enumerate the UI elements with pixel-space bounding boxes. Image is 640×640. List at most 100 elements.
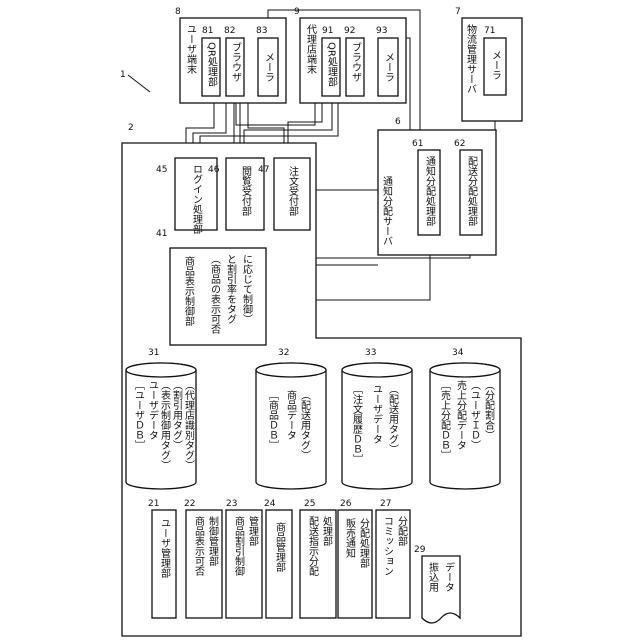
display-control-note-2: と割引率をタグ: [225, 254, 237, 324]
manager-26-ref: 26: [340, 499, 352, 509]
display-control-title: 商品表示制御部: [183, 255, 195, 327]
manager-units: 21 ユーザ管理部 22 商品表示可否 制御管理部 23 商品割引制御 管理部 …: [148, 499, 410, 618]
user-db: 31 ［ユーザＤＢ］ ユーザデータ （表示制御用タグ） （割引用タグ） （代理店…: [126, 348, 196, 489]
product-db-title: ［商品ＤＢ］: [267, 390, 279, 450]
product-db-line-1: 商品データ: [285, 389, 297, 440]
main-server-ref: 2: [128, 123, 134, 133]
manager-24-ref: 24: [264, 499, 276, 509]
manager-24-label: 商品管理部: [274, 521, 286, 573]
user-terminal: 8 ユーザ端末 81 QR処理部 82 ブラウザ 83 メーラ: [175, 7, 286, 103]
user-db-ref: 31: [148, 348, 159, 358]
notify-server-ref: 6: [395, 117, 401, 127]
manager-24: 24 商品管理部: [264, 499, 292, 618]
agency-browser-ref: 92: [344, 26, 355, 36]
manager-21-label: ユーザ管理部: [159, 518, 171, 579]
manager-25-label-1: 配送指示分配: [307, 516, 319, 576]
transfer-data-label-2: データ: [443, 561, 455, 592]
sales-db-line-1: 売上分配データ: [455, 379, 467, 450]
user-mailer-ref: 83: [256, 26, 267, 36]
system-ref-label: 1: [120, 70, 126, 80]
user-db-line-3: （割引用タグ）: [171, 380, 183, 450]
manager-21-ref: 21: [148, 499, 159, 509]
manager-23: 23 商品割引制御 管理部: [226, 499, 262, 618]
display-control-note-3: に応じて制御）: [241, 254, 253, 324]
front-units: 45 ログイン処理部 46 閲覧受付部 47 注文受付部: [156, 158, 310, 235]
manager-26-label-1: 販売通知: [344, 518, 356, 558]
user-terminal-label: ユーザ端末: [185, 24, 197, 75]
sales-db-line-3: （分配割合）: [483, 380, 495, 440]
agency-qr-label: QR処理部: [326, 42, 338, 88]
system-ref-arrow: [128, 75, 150, 92]
product-db-line-2: （配送用タグ）: [299, 390, 311, 460]
manager-26: 26 販売通知 分配処理部: [338, 499, 372, 618]
user-qr-ref: 81: [202, 26, 213, 36]
logistics-mailer-label: メーラ: [490, 50, 501, 80]
agency-mailer-label: メーラ: [383, 52, 394, 82]
browse-unit-ref: 46: [208, 165, 220, 175]
user-browser-ref: 82: [224, 26, 235, 36]
transfer-data-ref: 29: [414, 545, 426, 555]
manager-21: 21 ユーザ管理部: [148, 499, 176, 618]
order-unit-label: 注文受付部: [287, 165, 299, 217]
manager-22-label-1: 商品表示可否: [193, 515, 205, 577]
notify-server-label: 通知分配サーバ: [381, 176, 393, 246]
user-db-title: ［ユーザＤＢ］: [133, 380, 145, 450]
order-unit-ref: 47: [258, 165, 269, 175]
order-db: 33 ［注文履歴ＤＢ］ ユーザデータ （配送用タグ）: [342, 348, 412, 489]
delivery-unit-label: 配送分配処理部: [466, 156, 478, 227]
manager-27-ref: 27: [380, 499, 391, 509]
order-db-ref: 33: [365, 348, 376, 358]
agency-terminal-ref: 9: [294, 7, 300, 17]
manager-27: 27 コミッション 分配部: [376, 499, 410, 618]
manager-22-ref: 22: [184, 499, 195, 509]
manager-26-label-2: 分配処理部: [358, 518, 370, 569]
user-mailer-label: メーラ: [263, 52, 274, 82]
product-db-ref: 32: [278, 348, 289, 358]
product-db: 32 ［商品ＤＢ］ 商品データ （配送用タグ）: [256, 348, 326, 489]
logistics-server-ref: 7: [455, 7, 461, 17]
manager-27-label-2: 分配部: [396, 516, 408, 547]
display-control-note-1: （商品の表示可否: [209, 254, 221, 335]
user-db-line-4: （代理店識別タグ）: [183, 380, 195, 470]
order-db-line-1: ユーザデータ: [371, 384, 383, 444]
manager-27-label-1: コミッション: [382, 516, 393, 576]
agency-terminal: 9 代理店端末 91 QR処理部 92 ブラウザ 93 メーラ: [294, 7, 406, 103]
sales-db-line-2: （ユーザＩＤ）: [469, 380, 481, 450]
manager-23-label-2: 管理部: [247, 515, 259, 547]
login-unit-ref: 45: [156, 165, 167, 175]
logistics-server: 7 物流管理サーバ 71 メーラ: [455, 7, 522, 121]
user-qr-label: QR処理部: [206, 42, 218, 88]
logistics-server-label: 物流管理サーバ: [465, 23, 477, 94]
user-terminal-ref: 8: [175, 7, 181, 17]
agency-qr-ref: 91: [322, 26, 333, 36]
manager-22-label-2: 制御管理部: [207, 515, 219, 567]
agency-mailer-ref: 93: [376, 26, 387, 36]
notify-unit-ref: 61: [412, 139, 423, 149]
display-control-ref: 41: [156, 229, 167, 239]
manager-22: 22 商品表示可否 制御管理部: [184, 499, 222, 618]
notify-server: 6 通知分配サーバ 61 通知分配処理部 62 配送分配処理部: [378, 117, 496, 255]
figure-reference: 1: [120, 70, 150, 92]
order-db-line-2: （配送用タグ）: [387, 384, 399, 454]
manager-25-ref: 25: [304, 499, 315, 509]
sales-db: 34 ［売上分配ＤＢ］ 売上分配データ （ユーザＩＤ） （分配割合）: [430, 348, 500, 489]
agency-browser-label: ブラウザ: [350, 41, 362, 82]
order-db-title: ［注文履歴ＤＢ］: [351, 384, 363, 464]
sales-db-title: ［売上分配ＤＢ］: [439, 380, 451, 460]
agency-terminal-label: 代理店端末: [305, 24, 317, 75]
browse-unit-label: 閲覧受付部: [240, 166, 252, 217]
manager-25-label-2: 処理部: [321, 515, 333, 547]
user-db-line-2: （表示制御用タグ）: [159, 380, 171, 470]
logistics-mailer-ref: 71: [484, 26, 495, 36]
transfer-data-label-1: 振込用: [427, 561, 439, 593]
manager-23-label-1: 商品割引制御: [233, 515, 245, 577]
manager-23-ref: 23: [226, 499, 237, 509]
login-unit-label: ログイン処理部: [191, 164, 203, 235]
notify-unit-label: 通知分配処理部: [424, 156, 436, 227]
manager-25: 25 配送指示分配 処理部: [300, 499, 336, 618]
user-db-line-1: ユーザデータ: [147, 380, 159, 440]
delivery-unit-ref: 62: [454, 139, 465, 149]
sales-db-ref: 34: [452, 348, 464, 358]
